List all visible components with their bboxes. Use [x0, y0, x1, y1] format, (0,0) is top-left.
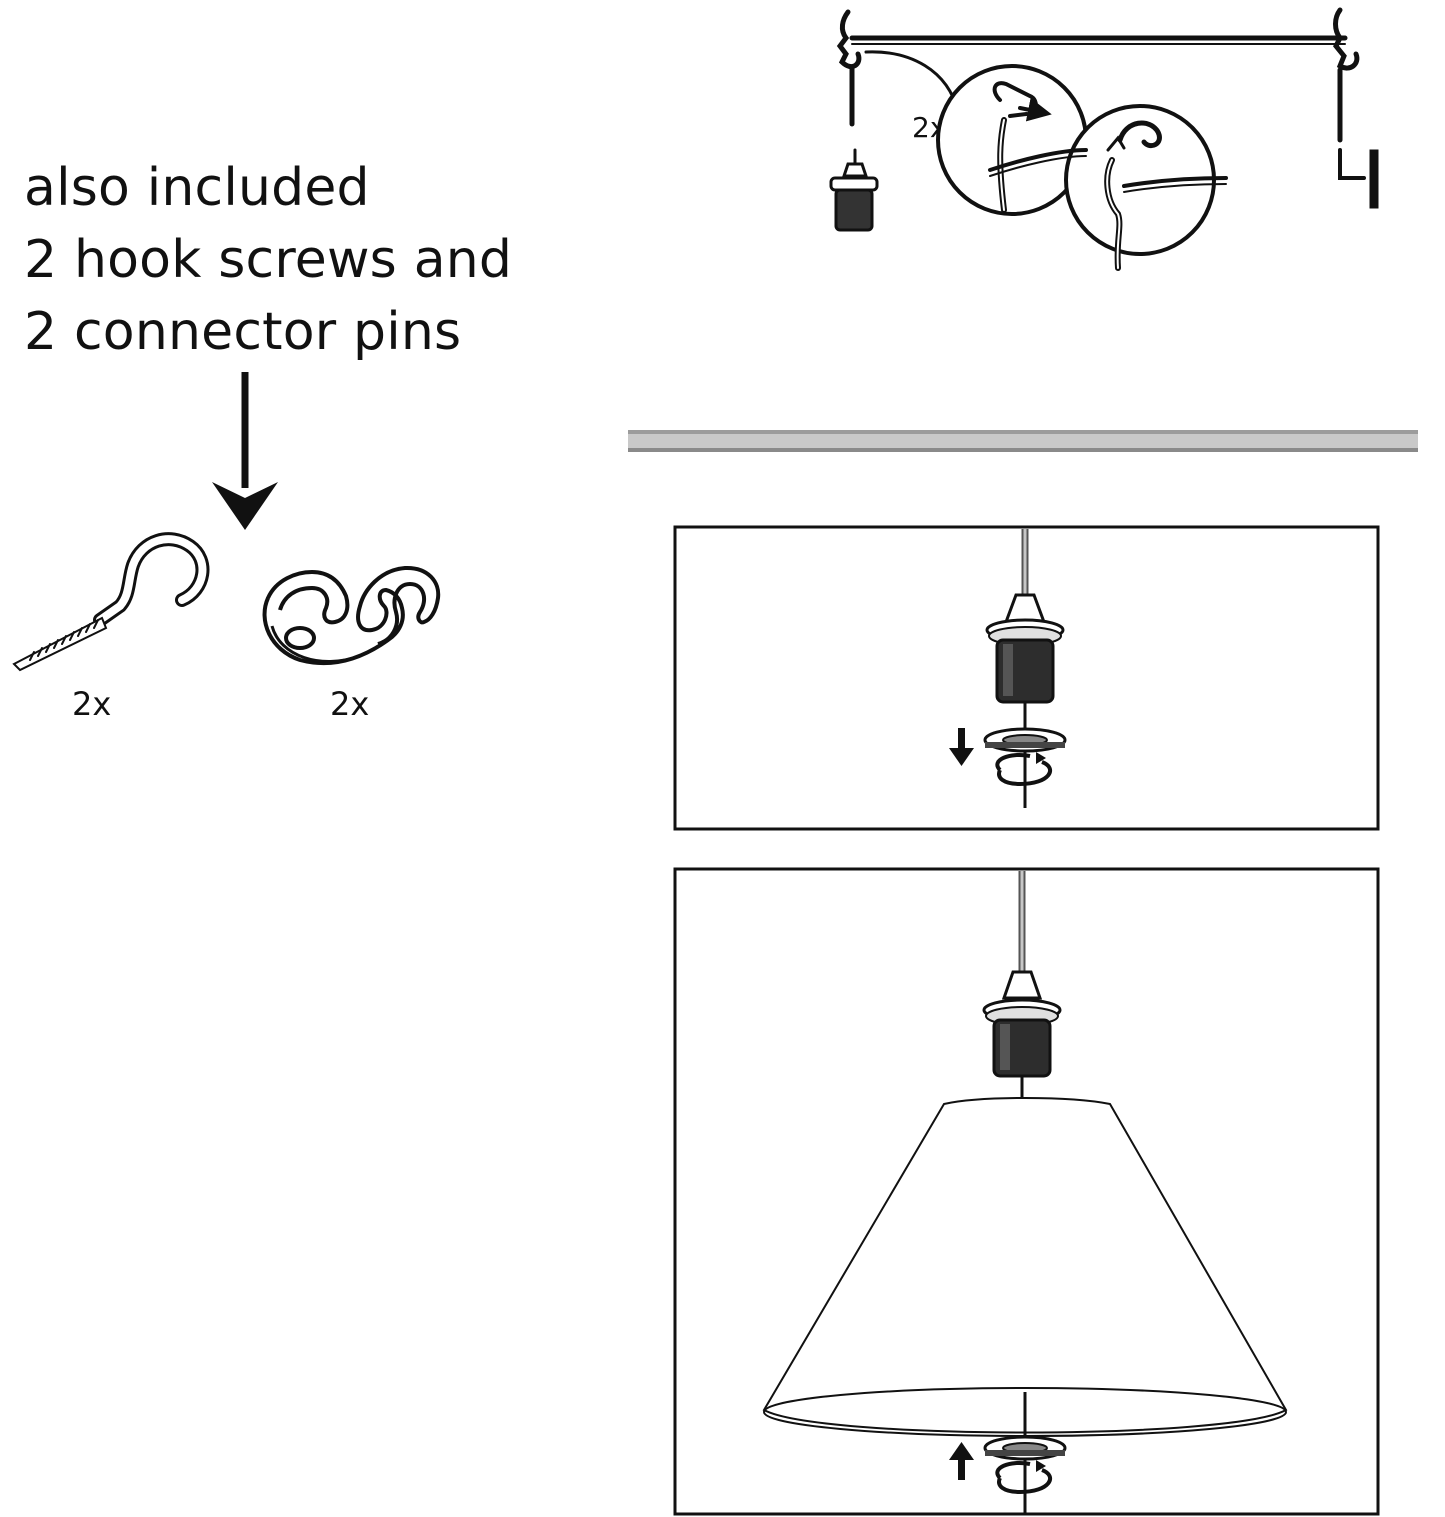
- step3-panel: [673, 867, 1380, 1516]
- intro-line-2: 2 hook screws and: [24, 230, 513, 290]
- hook-screw-qty-label: 2x: [72, 685, 112, 723]
- intro-line-3: 2 connector pins: [24, 302, 462, 362]
- ceiling-rod: [628, 430, 1418, 452]
- intro-line-1: also included: [24, 158, 370, 218]
- intro-text: also included 2 hook screws and 2 connec…: [24, 152, 512, 368]
- hook-screw-icon: [12, 532, 210, 672]
- down-arrow-icon: [212, 372, 278, 530]
- connector-pin-icon: [262, 565, 441, 665]
- step1-wire-illustration: [829, 7, 1379, 271]
- step2-panel: [673, 525, 1380, 831]
- up-arrow-icon: [949, 1442, 974, 1480]
- connector-pin-qty-label: 2x: [330, 685, 370, 723]
- down-arrow-icon: [949, 728, 974, 766]
